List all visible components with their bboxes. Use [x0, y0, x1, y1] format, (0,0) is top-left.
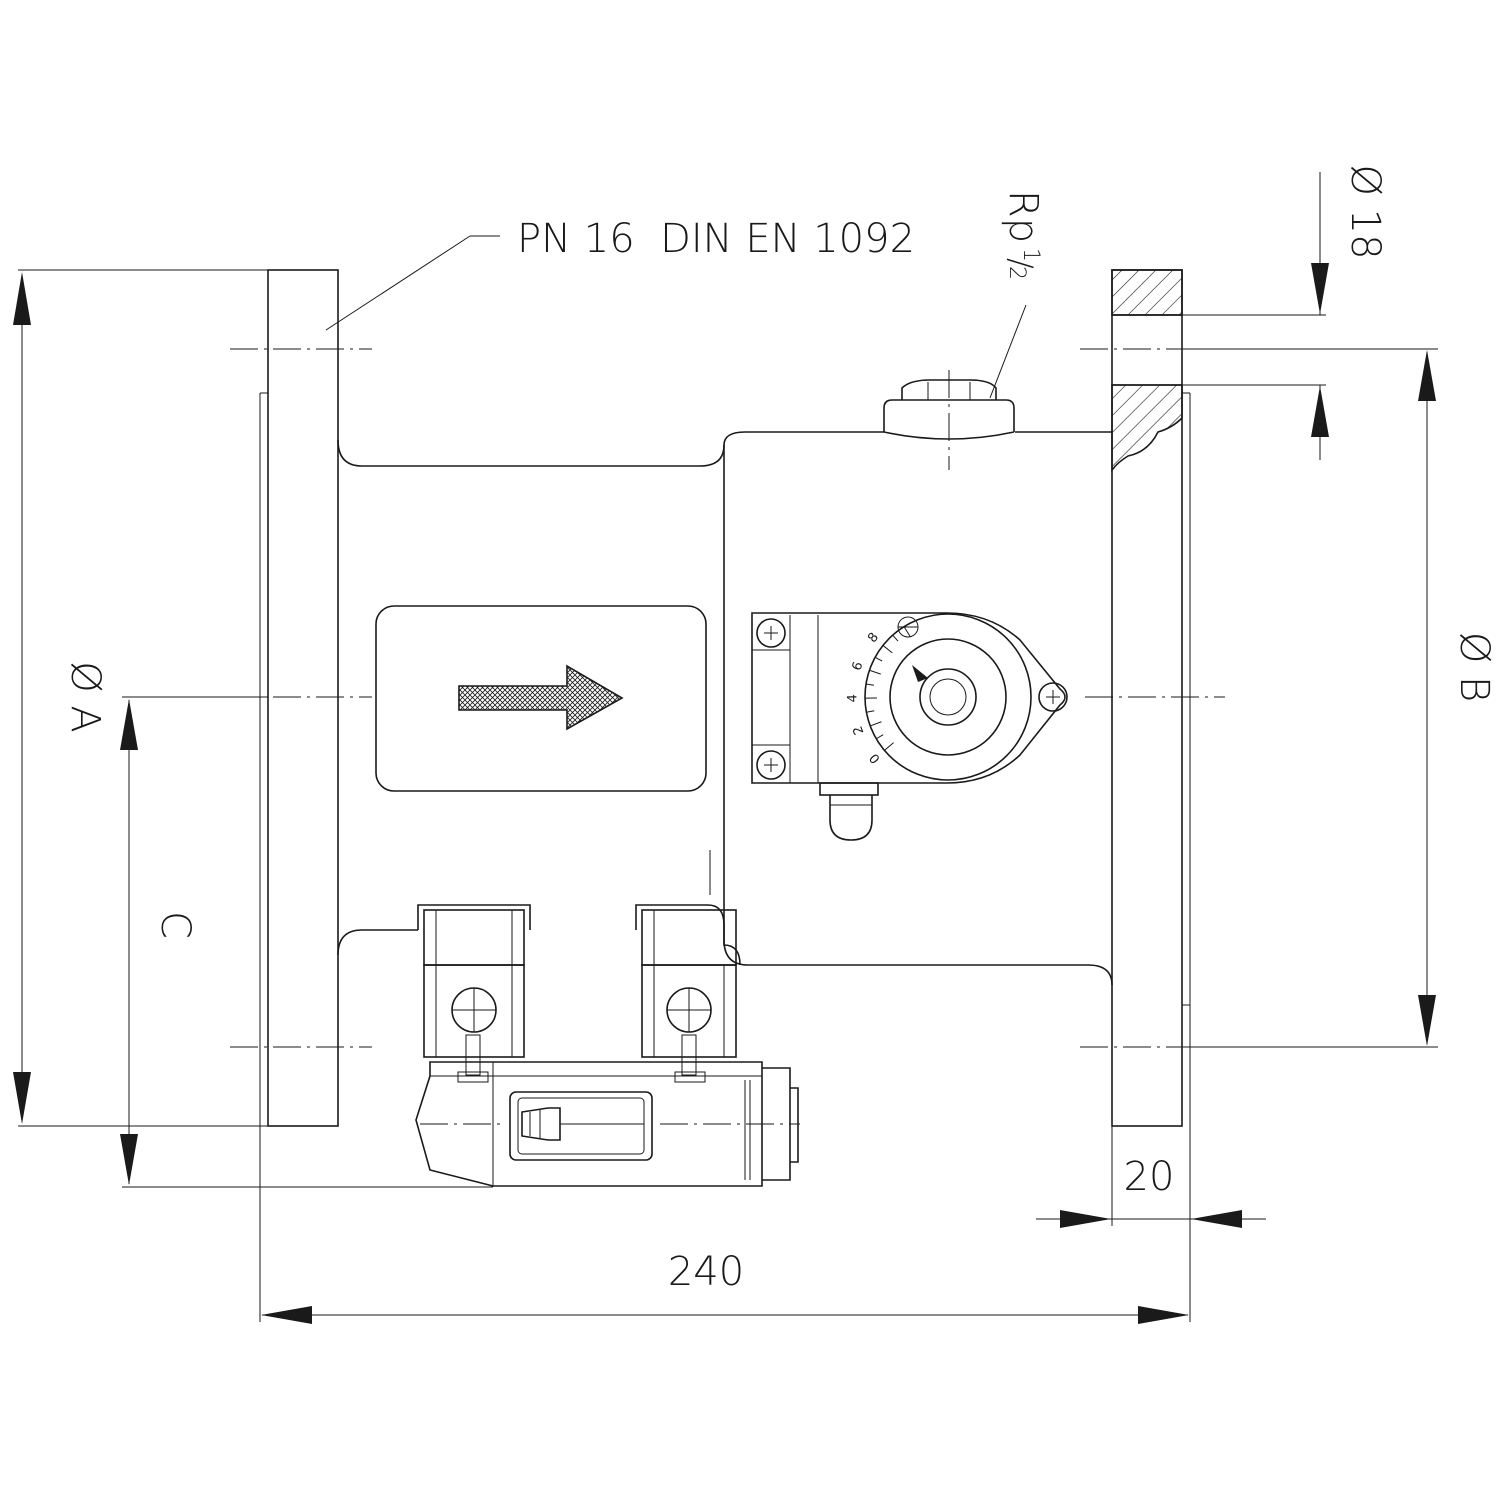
fitting-right — [635, 904, 741, 1083]
section-hatch-bottom — [1111, 384, 1183, 473]
length-label: 240 — [668, 1249, 744, 1295]
dimension-bolt-hole: Ø 18 — [1311, 164, 1388, 460]
extension-lines — [18, 269, 1438, 1322]
dial-tick — [874, 656, 883, 662]
flow-direction-arrow-icon — [458, 664, 624, 731]
dial-tick — [882, 645, 893, 654]
dial-tick — [903, 626, 911, 638]
fitting-left — [417, 904, 531, 1083]
controller-unit: 02 4 6 8 — [751, 612, 1068, 841]
section-hatch-top — [1111, 269, 1183, 316]
flow-nameplate — [375, 605, 707, 792]
screw-icon — [1038, 682, 1068, 712]
port-plug — [883, 379, 1015, 440]
port-thread-denominator: 2 — [1004, 266, 1029, 280]
dimension-dia-b: Ø B — [1418, 350, 1497, 1046]
dial-scale-number: 8 — [865, 630, 882, 646]
dimension-dia-a: Ø A — [13, 272, 108, 1124]
dial-scale: 02 4 6 8 — [845, 626, 911, 766]
screw-icon — [756, 750, 786, 780]
dial-tick — [865, 683, 875, 686]
right-flange — [1111, 269, 1191, 1127]
dial-tick — [876, 734, 884, 740]
bypass-pipe — [415, 1061, 799, 1187]
dimension-flange-thickness: 20 — [1036, 1154, 1266, 1228]
port-thread-numerator: 1 — [1018, 248, 1043, 262]
flange-thickness-label: 20 — [1124, 1154, 1175, 1200]
dial-pointer-icon — [912, 665, 928, 682]
bottom-fittings — [415, 904, 799, 1187]
dial-scale-number: 6 — [850, 660, 867, 673]
dial-tick — [870, 721, 882, 727]
dial-scale-number: 4 — [845, 694, 860, 702]
dial-tick — [884, 742, 894, 751]
screw-icon — [756, 618, 786, 648]
dim-c-label: C — [152, 911, 198, 939]
dial-tick — [892, 634, 899, 642]
cable-gland — [819, 782, 879, 841]
dimension-length: 240 — [261, 1249, 1189, 1324]
bolt-hole-label: Ø 18 — [1342, 164, 1388, 259]
dial-scale-number: 0 — [867, 750, 884, 766]
dial-scale-number: 2 — [850, 724, 867, 737]
left-flange — [259, 269, 339, 1127]
dia-b-label: Ø B — [1451, 632, 1497, 702]
dial-tick — [869, 669, 881, 675]
center-lines — [230, 348, 1225, 1125]
dimension-c: C — [120, 699, 198, 1185]
port-thread-label: Rp — [1000, 190, 1046, 243]
port-thread-fraction-slash: / — [1002, 258, 1040, 269]
valve-body — [337, 431, 1113, 986]
flange-standard-label: PN 16 DIN EN 1092 — [517, 216, 915, 262]
dia-a-label: Ø A — [62, 661, 108, 733]
leader-flange-standard: PN 16 DIN EN 1092 — [325, 216, 915, 331]
leader-port-thread: Rp 1 / 2 — [989, 190, 1046, 399]
dial-tick — [866, 710, 875, 713]
